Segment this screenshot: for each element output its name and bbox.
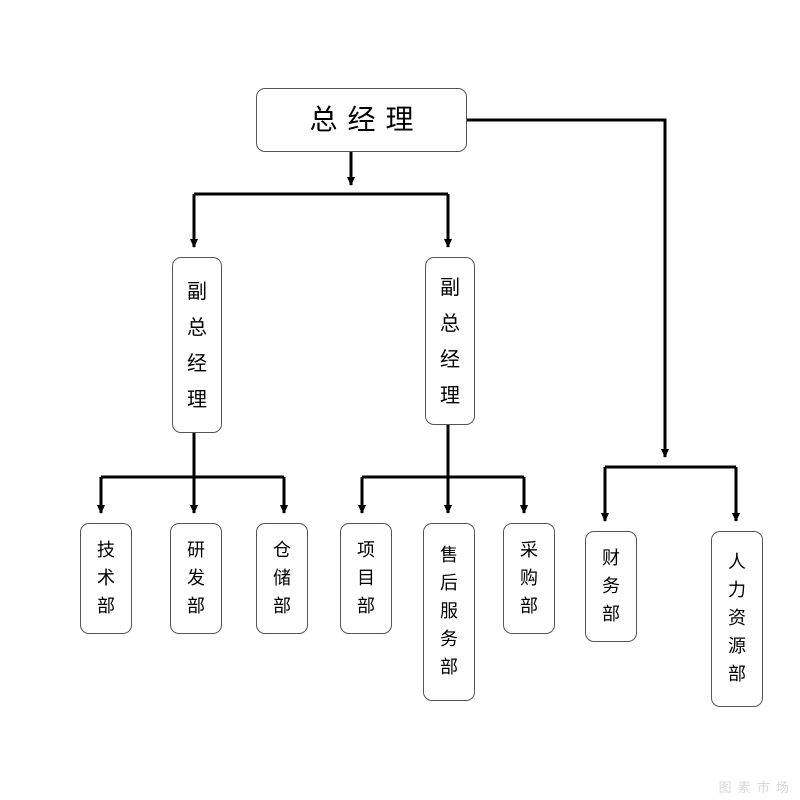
dept-finance-char: 财 bbox=[602, 547, 620, 569]
vp-left-char: 经 bbox=[187, 351, 207, 375]
ceo-char: 总 bbox=[309, 103, 348, 136]
dept-rnd-box: 研 发 部 bbox=[170, 523, 222, 634]
dept-hr-char: 源 bbox=[728, 636, 746, 657]
dept-after-sales-char: 后 bbox=[440, 573, 458, 594]
vp-right-box: 副 总 经 理 bbox=[425, 257, 475, 425]
vp-left-char: 理 bbox=[187, 387, 207, 411]
dept-tech-char: 技 bbox=[97, 539, 115, 561]
dept-hr-char: 资 bbox=[728, 608, 746, 629]
watermark-text: 图 素 市 场 bbox=[718, 781, 790, 796]
dept-warehouse-char: 储 bbox=[273, 567, 291, 589]
dept-rnd-char: 研 bbox=[187, 539, 205, 561]
dept-finance-box: 财 务 部 bbox=[585, 531, 637, 642]
dept-project-char: 目 bbox=[357, 567, 375, 589]
vp-right-char: 经 bbox=[440, 347, 460, 371]
ceo-char: 经 bbox=[347, 103, 386, 136]
dept-purchasing-char: 采 bbox=[520, 539, 538, 561]
dept-rnd-char: 发 bbox=[187, 567, 205, 589]
dept-after-sales-box: 售 后 服 务 部 bbox=[423, 523, 475, 701]
dept-after-sales-char: 务 bbox=[440, 629, 458, 650]
dept-purchasing-box: 采 购 部 bbox=[503, 523, 555, 634]
vp-right-char: 总 bbox=[440, 311, 460, 335]
ceo-box: 总 经 理 bbox=[256, 88, 467, 152]
dept-project-box: 项 目 部 bbox=[340, 523, 392, 634]
dept-finance-char: 务 bbox=[602, 575, 620, 597]
dept-hr-char: 部 bbox=[728, 664, 746, 685]
vp-left-char: 副 bbox=[187, 279, 207, 303]
dept-finance-char: 部 bbox=[602, 603, 620, 625]
dept-hr-char: 人 bbox=[728, 552, 746, 573]
dept-warehouse-box: 仓 储 部 bbox=[256, 523, 308, 634]
vp-right-char: 副 bbox=[440, 275, 460, 299]
ceo-char: 理 bbox=[385, 103, 414, 136]
dept-project-char: 项 bbox=[357, 539, 375, 561]
dept-rnd-char: 部 bbox=[187, 595, 205, 617]
ceo-right-line bbox=[467, 118, 669, 458]
dept-tech-char: 部 bbox=[97, 595, 115, 617]
vp-left-box: 副 总 经 理 bbox=[172, 257, 222, 433]
dept-after-sales-char: 部 bbox=[440, 657, 458, 678]
vp-right-char: 理 bbox=[440, 383, 460, 407]
dept-after-sales-char: 售 bbox=[440, 545, 458, 566]
dept-after-sales-char: 服 bbox=[440, 601, 458, 622]
dept-hr-box: 人 力 资 源 部 bbox=[711, 531, 763, 707]
vp-left-char: 总 bbox=[187, 315, 207, 339]
dept-tech-char: 术 bbox=[97, 567, 115, 589]
dept-purchasing-char: 部 bbox=[520, 595, 538, 617]
dept-warehouse-char: 部 bbox=[273, 595, 291, 617]
dept-tech-box: 技 术 部 bbox=[80, 523, 132, 634]
dept-warehouse-char: 仓 bbox=[273, 539, 291, 561]
dept-project-char: 部 bbox=[357, 595, 375, 617]
dept-purchasing-char: 购 bbox=[520, 567, 538, 589]
dept-hr-char: 力 bbox=[728, 580, 746, 601]
